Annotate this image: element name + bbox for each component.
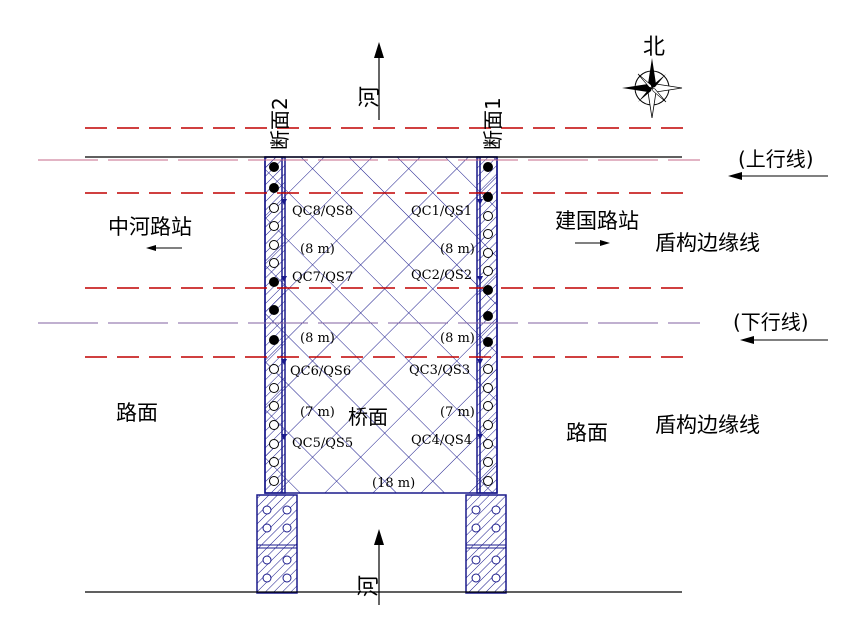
north-label: 北: [643, 35, 665, 60]
arrow-down-line: [740, 336, 828, 344]
dim-width-18: (18 m): [372, 476, 415, 491]
point-label-qc1: QC1/QS1: [411, 204, 472, 219]
shield-edge-lines: [85, 127, 690, 358]
road-label-left: 路面: [116, 401, 158, 425]
point-label-qc8: QC8/QS8: [292, 204, 353, 219]
point-label-qc3: QC3/QS3: [409, 363, 470, 378]
section-label-right: 断面1: [481, 97, 505, 150]
dim-right-8a: (8 m): [440, 242, 475, 257]
left-monitor-points: [269, 162, 279, 486]
right-pier: [465, 494, 507, 594]
right-monitor-points: [483, 162, 493, 486]
left-pier: [256, 494, 298, 594]
shield-edge-label-top: 盾构边缘线: [655, 231, 760, 255]
bridge-deck: [264, 156, 498, 494]
dim-right-7: (7 m): [440, 405, 475, 420]
compass-icon: [622, 58, 683, 119]
river-label-top: 河: [358, 86, 383, 108]
section-label-left: 断面2: [268, 97, 292, 150]
river-arrow-top: [374, 42, 384, 120]
point-label-qc7: QC7/QS7: [292, 270, 353, 285]
up-line-label: (上行线): [738, 147, 814, 171]
shield-edge-label-bottom: 盾构边缘线: [655, 413, 760, 437]
down-line-label: (下行线): [733, 310, 809, 334]
river-label-bottom: 河: [357, 575, 382, 597]
dim-left-7: (7 m): [300, 405, 335, 420]
inner-markers: [281, 199, 483, 440]
point-label-qc4: QC4/QS4: [411, 433, 472, 448]
point-label-qc5: QC5/QS5: [292, 436, 353, 451]
station-left-label: 中河路站: [108, 215, 192, 239]
point-label-qc6: QC6/QS6: [290, 364, 351, 379]
dim-right-8b: (8 m): [440, 331, 475, 346]
point-label-qc2: QC2/QS2: [411, 268, 472, 283]
dim-left-8b: (8 m): [300, 331, 335, 346]
dim-left-8a: (8 m): [300, 242, 335, 257]
bridge-deck-label: 桥面: [348, 405, 388, 429]
station-right-label: 建国路站: [555, 209, 639, 233]
arrow-right-station: [575, 240, 610, 246]
river-arrow-bottom: [374, 529, 384, 605]
arrow-left-station: [146, 245, 182, 251]
arrow-up-line: [728, 172, 828, 180]
road-label-right: 路面: [566, 421, 608, 445]
